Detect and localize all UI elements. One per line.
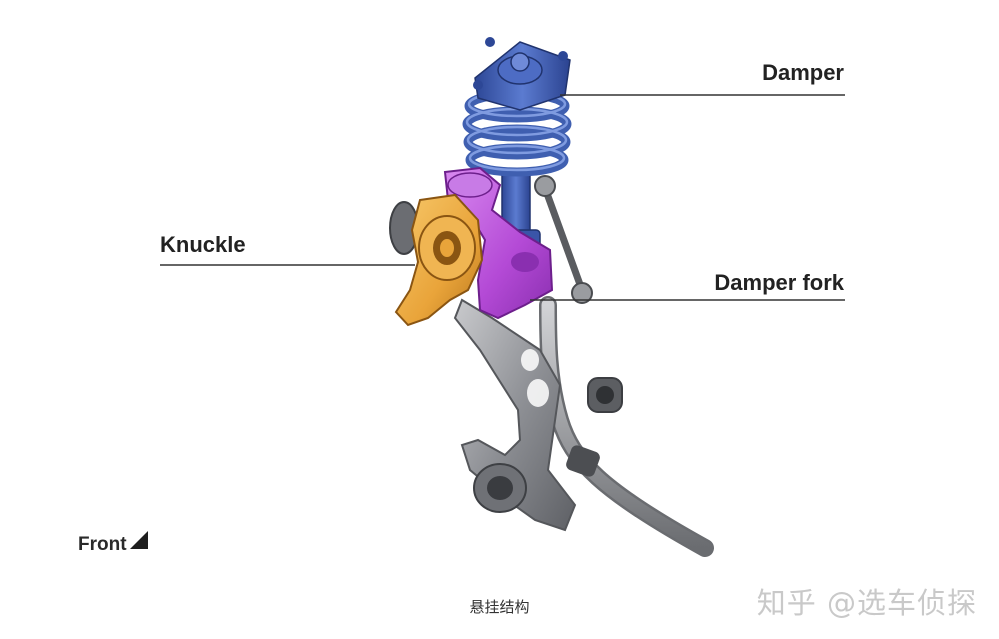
damper-fork bbox=[443, 166, 554, 320]
knuckle-label: Knuckle bbox=[160, 232, 246, 257]
knuckle bbox=[389, 193, 484, 327]
front-marker-label: Front bbox=[78, 534, 127, 555]
damper-label: Damper bbox=[762, 60, 844, 85]
damper-fork-label: Damper fork bbox=[714, 270, 844, 295]
leader-lines bbox=[160, 94, 845, 301]
figure-caption: 悬挂结构 bbox=[469, 598, 530, 616]
zhihu-watermark: 知乎 @选车侦探 bbox=[756, 586, 977, 620]
stabilizer-bar bbox=[539, 296, 714, 557]
lower-control-arm bbox=[453, 298, 623, 532]
stabilizer-link bbox=[534, 175, 593, 304]
front-arrow-icon bbox=[130, 531, 148, 549]
